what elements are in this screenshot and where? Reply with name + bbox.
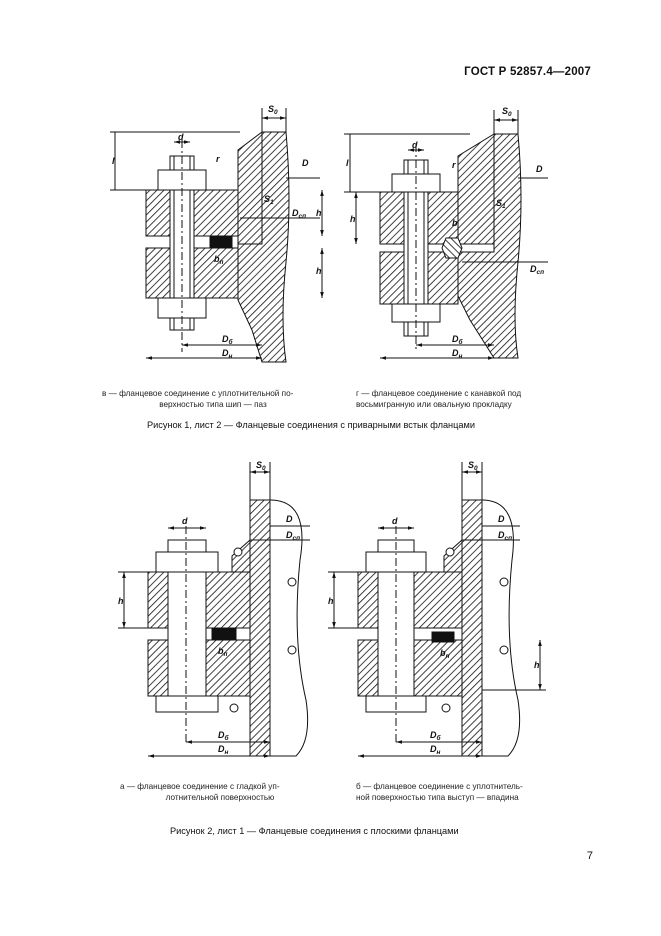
svg-text:S0: S0 — [502, 106, 512, 118]
caption-line: а — фланцевое соединение с гладкой уп- — [120, 782, 280, 791]
svg-text:h: h — [316, 208, 322, 218]
svg-text:Dн: Dн — [222, 348, 233, 360]
svg-text:bп: bп — [218, 646, 228, 658]
labels-fig2-a: S0 d D Dсп h bп Dб Dн — [118, 460, 300, 756]
drawing-fig1-v — [110, 108, 324, 363]
document-header: ГОСТ Р 52857.4—2007 — [464, 66, 591, 78]
svg-text:Dсп: Dсп — [530, 264, 544, 276]
figure2-title: Рисунок 2, лист 1 — Фланцевые соединения… — [170, 826, 459, 836]
svg-text:bп: bп — [440, 648, 450, 660]
svg-text:h: h — [316, 266, 322, 276]
svg-text:S1: S1 — [496, 198, 506, 210]
page-number: 7 — [586, 850, 593, 862]
svg-text:Dб: Dб — [222, 334, 234, 346]
svg-text:h: h — [118, 596, 124, 606]
drawing-fig2-b — [328, 462, 546, 758]
drawing-fig1-g — [344, 110, 548, 360]
svg-text:Dн: Dн — [218, 744, 229, 756]
svg-text:d: d — [412, 140, 418, 150]
svg-text:S0: S0 — [268, 104, 278, 116]
svg-text:r: r — [452, 160, 456, 170]
svg-text:D: D — [302, 158, 309, 168]
svg-text:Dб: Dб — [430, 730, 442, 742]
svg-text:b: b — [452, 218, 458, 228]
caption-line: б — фланцевое соединение с уплотнитель- — [356, 782, 523, 791]
svg-text:l: l — [346, 158, 349, 168]
svg-text:Dн: Dн — [430, 744, 441, 756]
svg-text:D: D — [536, 164, 543, 174]
svg-text:Dб: Dб — [452, 334, 464, 346]
caption-line: г — фланцевое соединение с канавкой под — [356, 389, 522, 398]
svg-text:h: h — [328, 596, 334, 606]
svg-text:d: d — [178, 132, 184, 142]
svg-text:Dб: Dб — [218, 730, 230, 742]
svg-text:l: l — [112, 156, 115, 166]
caption-line: ной поверхностью типа выступ — впадина — [356, 793, 519, 802]
svg-text:D: D — [286, 514, 293, 524]
figure1-title: Рисунок 1, лист 2 — Фланцевые соединения… — [147, 420, 475, 430]
svg-text:S0: S0 — [468, 460, 478, 472]
svg-text:bп: bп — [214, 254, 224, 266]
caption-line: восьмигранную или овальную прокладку — [356, 400, 512, 409]
svg-text:h: h — [534, 660, 540, 670]
labels-fig1-v: S0 l d r D S1 Dсп h h bп Dб Dн — [112, 104, 322, 360]
caption-line: верхностью типа шип — паз — [159, 400, 267, 409]
caption-line: лотнительной поверхностью — [165, 793, 275, 802]
svg-text:S0: S0 — [256, 460, 266, 472]
caption-fig2-a: а — фланцевое соединение с гладкой уп- л… — [120, 781, 320, 803]
caption-fig1-g: г — фланцевое соединение с канавкой под … — [356, 388, 556, 410]
caption-fig1-v: в — фланцевое соединение с уплотнительно… — [102, 388, 324, 410]
svg-text:r: r — [216, 154, 220, 164]
svg-text:D: D — [498, 514, 505, 524]
svg-text:Dн: Dн — [452, 348, 463, 360]
svg-text:d: d — [392, 516, 398, 526]
caption-fig2-b: б — фланцевое соединение с уплотнитель- … — [356, 781, 556, 803]
svg-text:S1: S1 — [264, 194, 274, 206]
drawing-fig2-a — [118, 462, 310, 758]
caption-line: в — фланцевое соединение с уплотнительно… — [102, 389, 294, 398]
svg-text:h: h — [350, 214, 356, 224]
svg-text:d: d — [182, 516, 188, 526]
